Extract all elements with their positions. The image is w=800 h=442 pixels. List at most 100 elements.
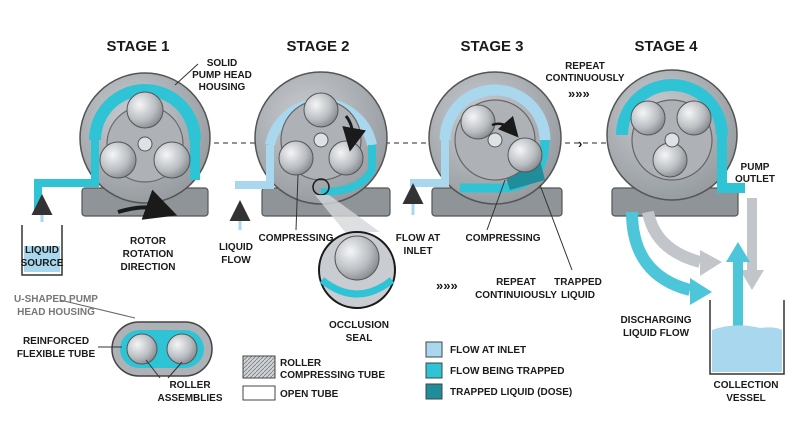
label-trapped: TRAPPED bbox=[554, 277, 602, 288]
label-repeat-mid: REPEAT bbox=[496, 277, 536, 288]
label-outlet: OUTLET bbox=[735, 174, 775, 185]
label-inlet: INLET bbox=[404, 246, 433, 257]
legend-label: FLOW AT INLET bbox=[450, 345, 526, 356]
rotation-arrow bbox=[491, 115, 519, 138]
collection-vessel bbox=[709, 300, 785, 375]
legend-open-tube: OPEN TUBE bbox=[280, 389, 339, 400]
repeat-chevron-line: › bbox=[578, 136, 582, 151]
discharge-arrowhead-grey bbox=[700, 250, 722, 276]
inset-roller bbox=[166, 333, 198, 365]
label-solid: SOLID bbox=[207, 58, 238, 69]
stage-3-title: STAGE 3 bbox=[460, 38, 523, 55]
legend-label: FLOW BEING TRAPPED bbox=[450, 366, 564, 377]
label-repeat: REPEAT bbox=[565, 61, 605, 72]
label-reinforced: REINFORCED bbox=[23, 336, 89, 347]
legend-swatch bbox=[425, 362, 443, 379]
leader-line bbox=[167, 361, 183, 379]
source-liquid bbox=[24, 246, 60, 272]
vessel-liquid bbox=[712, 325, 782, 372]
label-rotation: ROTATION bbox=[123, 249, 174, 260]
tube-channel bbox=[616, 79, 728, 136]
roller bbox=[303, 92, 339, 128]
legend-compressing-tube: COMPRESSING TUBE bbox=[280, 370, 385, 381]
roller bbox=[328, 140, 364, 176]
outlet-tube bbox=[717, 135, 745, 193]
legend-swatch bbox=[425, 341, 443, 358]
label-flexible-tube: FLEXIBLE TUBE bbox=[17, 349, 96, 360]
zoom-cone bbox=[315, 195, 380, 232]
label-u-shaped: U-SHAPED PUMP bbox=[14, 294, 98, 305]
label-roller: ROLLER bbox=[169, 380, 211, 391]
roller bbox=[126, 91, 164, 129]
rotation-arrow bbox=[342, 115, 366, 152]
label-liquid-2: LIQUID bbox=[219, 242, 253, 253]
rotation-arrow bbox=[117, 189, 178, 220]
label-seal: SEAL bbox=[346, 333, 373, 344]
stage-2-pump bbox=[235, 71, 391, 232]
leader-line bbox=[486, 179, 506, 231]
occlusion-zoom bbox=[318, 231, 396, 309]
label-discharging: DISCHARGING bbox=[620, 315, 691, 326]
inlet-tube bbox=[235, 145, 274, 189]
label-source: SOURCE bbox=[21, 258, 64, 269]
label-continuously: CONTINUOUSLY bbox=[545, 73, 624, 84]
source-beaker bbox=[21, 225, 63, 276]
stage-4-pump bbox=[606, 69, 745, 217]
label-assemblies: ASSEMBLIES bbox=[157, 393, 222, 404]
outlet-up-cyan-head bbox=[726, 242, 750, 262]
stage-2-title: STAGE 2 bbox=[286, 38, 349, 55]
tube-channel bbox=[89, 84, 201, 141]
trapped-segment bbox=[320, 145, 376, 196]
outlet-down-grey-head bbox=[740, 270, 764, 290]
label-compressing-stage-3: COMPRESSING bbox=[465, 233, 540, 244]
stage-1-title: STAGE 1 bbox=[106, 38, 169, 55]
label-pump-head: PUMP HEAD bbox=[192, 70, 252, 81]
leader-line bbox=[145, 359, 161, 379]
legend-swatch-hatch bbox=[242, 355, 276, 379]
tube-detail-inset bbox=[59, 299, 213, 379]
repeat-chevrons-top: »»» bbox=[568, 86, 590, 101]
discharge-arrow-cyan bbox=[626, 211, 692, 296]
label-liquid: LIQUID bbox=[25, 245, 59, 256]
label-continuiously: CONTINUIOUSLY bbox=[475, 290, 557, 301]
zoom-tube bbox=[319, 277, 395, 298]
label-collection: COLLECTION bbox=[714, 380, 779, 391]
stage-3-pump bbox=[410, 71, 563, 217]
leader-line bbox=[59, 299, 136, 319]
roller bbox=[278, 140, 314, 176]
leader-line bbox=[295, 174, 299, 231]
roller bbox=[99, 141, 137, 179]
discharge-arrow-grey bbox=[642, 210, 702, 268]
label-rotor: ROTOR bbox=[130, 236, 167, 247]
stage-4-title: STAGE 4 bbox=[634, 38, 698, 55]
label-direction: DIRECTION bbox=[121, 262, 176, 273]
tube-channel bbox=[439, 84, 551, 141]
rotor-hub bbox=[664, 132, 680, 148]
roller bbox=[676, 100, 712, 136]
label-liquid-flow: LIQUID FLOW bbox=[623, 328, 690, 339]
label-pump: PUMP bbox=[741, 162, 770, 173]
roller bbox=[460, 104, 496, 140]
discharge-arrowhead-cyan bbox=[690, 278, 712, 305]
legend-roller: ROLLER bbox=[280, 358, 322, 369]
zoom-roller bbox=[334, 235, 380, 281]
legend-label: TRAPPED LIQUID (DOSE) bbox=[450, 387, 572, 398]
discharge-arrows bbox=[626, 198, 764, 330]
repeat-chevrons-mid: »»» bbox=[436, 278, 458, 293]
leader-line bbox=[174, 63, 199, 86]
rotor-hub bbox=[313, 132, 329, 148]
label-occlusion: OCCLUSION bbox=[329, 320, 389, 331]
legend-swatch bbox=[425, 383, 443, 400]
inset-roller bbox=[126, 333, 158, 365]
legend-swatch-open bbox=[242, 385, 276, 401]
tube-legend bbox=[242, 355, 276, 401]
liquid-source-container bbox=[21, 194, 63, 276]
roller bbox=[153, 141, 191, 179]
label-housing: HOUSING bbox=[199, 82, 246, 93]
label-compressing-stage-2: COMPRESSING bbox=[258, 233, 333, 244]
label-flow: FLOW bbox=[221, 255, 251, 266]
rotor-hub bbox=[487, 132, 503, 148]
roller bbox=[652, 142, 688, 178]
